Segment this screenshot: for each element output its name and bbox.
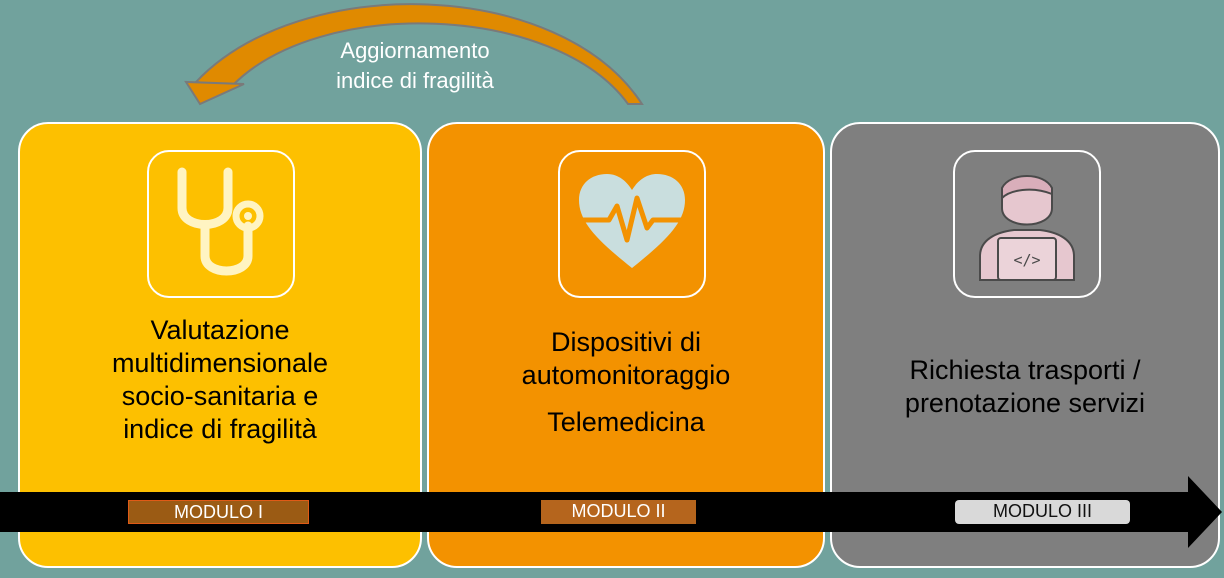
- module-3-line-2: prenotazione servizi: [904, 388, 1146, 418]
- developer-laptop-icon-box: </>: [953, 150, 1101, 298]
- module-2-line-3: Telemedicina: [547, 407, 705, 437]
- module-1-line-3: socio-sanitaria e: [121, 381, 319, 411]
- update-curved-arrow: [184, 3, 644, 106]
- svg-text:</>: </>: [1013, 251, 1040, 269]
- developer-laptop-icon: </>: [979, 175, 1075, 281]
- heart-pulse-icon: [579, 174, 685, 268]
- module-1-card: Valutazione multidimensionale socio-sani…: [18, 122, 422, 568]
- update-label-line-2: indice di fragilità: [336, 68, 494, 93]
- stethoscope-icon-box: [147, 150, 295, 298]
- update-arrowhead: [184, 80, 245, 106]
- module-3-line-1: Richiesta trasporti /: [909, 355, 1141, 385]
- module-1-line-4: indice di fragilità: [123, 414, 317, 444]
- stethoscope-icon: [177, 167, 264, 276]
- module-1-line-2: multidimensionale: [111, 348, 329, 378]
- module-2-description: Dispositivi di automonitoraggio Telemedi…: [429, 326, 823, 439]
- module-1-line-1: Valutazione: [150, 315, 290, 345]
- update-label-line-1: Aggiornamento: [340, 38, 490, 63]
- module-2-badge: MODULO II: [541, 500, 696, 524]
- module-3-description: Richiesta trasporti / prenotazione servi…: [832, 354, 1218, 420]
- module-3-badge: MODULO III: [955, 500, 1130, 524]
- module-1-badge: MODULO I: [128, 500, 309, 524]
- module-2-line-2: automonitoraggio: [521, 360, 731, 390]
- module-1-description: Valutazione multidimensionale socio-sani…: [20, 314, 420, 446]
- timeline-arrow: [0, 476, 1222, 548]
- module-2-line-1: Dispositivi di: [550, 327, 702, 357]
- heart-pulse-icon-box: [558, 150, 706, 298]
- update-label: Aggiornamento indice di fragilità: [290, 36, 540, 96]
